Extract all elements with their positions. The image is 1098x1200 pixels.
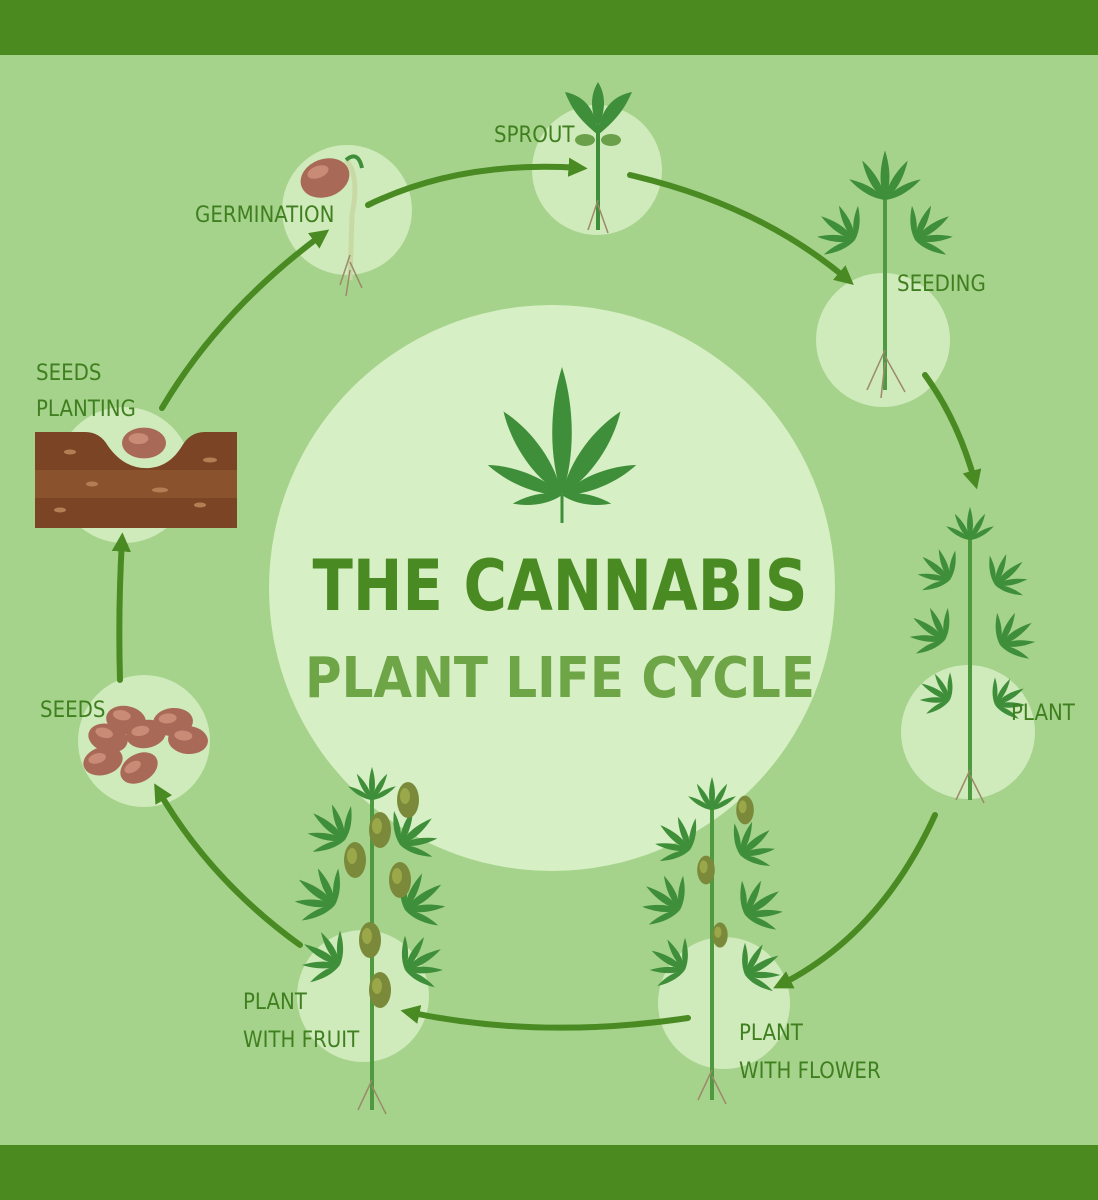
soil-seed-icon	[35, 427, 237, 528]
arrow-germination-to-sprout	[365, 157, 588, 208]
flowering-plant-icon	[628, 777, 797, 1105]
arrow-sprout-to-seeding	[627, 172, 854, 285]
title-line-2: PLANT LIFE CYCLE	[305, 646, 815, 711]
arrow-flower-to-fruit	[400, 1004, 691, 1031]
label-seeds: SEEDS	[40, 698, 105, 723]
label-plant-with-flower-1: PLANT	[739, 1021, 804, 1046]
title-line-1: THE CANNABIS	[313, 545, 808, 627]
arrow-seeds-to-planting	[111, 532, 131, 683]
plant-icon	[897, 507, 1049, 804]
label-plant-with-fruit-1: PLANT	[243, 990, 308, 1015]
arrow-seeding-to-plant	[922, 372, 982, 490]
germinating-seed-icon	[300, 154, 364, 297]
arrow-planting-to-germination	[159, 229, 330, 411]
sprout-icon	[565, 82, 632, 234]
arrow-plant-to-flower	[773, 812, 938, 989]
label-sprout: SPROUT	[494, 123, 575, 148]
seedling-icon	[803, 150, 967, 399]
label-plant-with-fruit-2: WITH FRUIT	[243, 1028, 360, 1053]
top-band	[0, 0, 1098, 55]
label-seeds-planting-2: PLANTING	[36, 397, 136, 422]
cannabis-leaf-icon	[487, 367, 637, 523]
center-circle	[269, 305, 835, 871]
label-plant-with-flower-2: WITH FLOWER	[739, 1059, 881, 1084]
arrow-fruit-to-seeds	[154, 783, 303, 948]
label-seeds-planting-1: SEEDS	[36, 361, 101, 386]
label-plant: PLANT	[1011, 701, 1076, 726]
label-seeding: SEEDING	[897, 272, 986, 297]
fruiting-plant-icon	[280, 767, 461, 1115]
bottom-band	[0, 1145, 1098, 1200]
label-germination: GERMINATION	[195, 203, 334, 228]
